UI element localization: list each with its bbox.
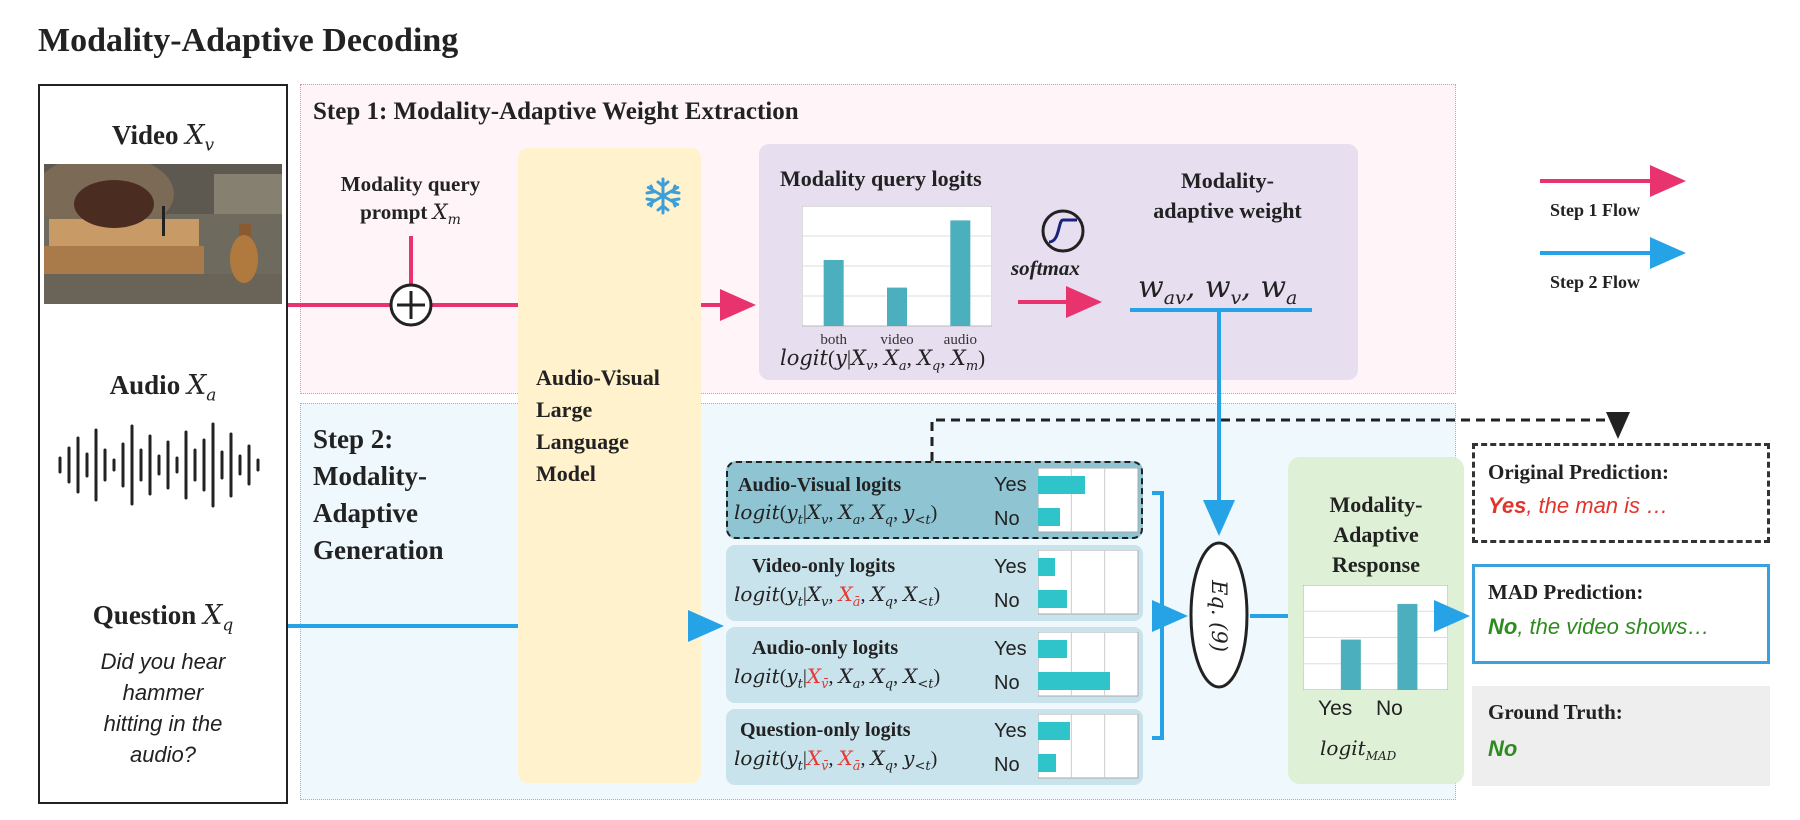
a-logits-title: Audio-only logits — [752, 637, 899, 659]
ground-truth-title: Ground Truth: — [1488, 700, 1623, 724]
row1-no-label: No — [994, 590, 1020, 612]
query-bar-both — [823, 260, 844, 326]
original-prediction-box — [1472, 443, 1770, 543]
query-tick-audio: audio — [944, 332, 977, 346]
video-label: Video Xv — [111, 120, 215, 156]
adaptive-weights-formula: wav, wv, wa — [1138, 270, 1298, 309]
query-bar-audio — [950, 220, 971, 326]
mad-prediction-title: MAD Prediction: — [1488, 580, 1644, 604]
mad-no-label: No — [1376, 697, 1403, 720]
av-to-original-dashed — [930, 418, 1620, 461]
row1-no-bar — [1038, 590, 1067, 608]
plus-node — [389, 283, 433, 327]
ground-truth-box — [1472, 686, 1770, 786]
av-logits-formula: logit(yt|Xv, Xa, Xq, y<t) — [734, 500, 938, 528]
question-text: Did you hear hammer hitting in the audio… — [100, 649, 226, 767]
query-logits-chart: both video audio — [802, 206, 992, 346]
row0-yes-bar — [1038, 476, 1085, 494]
query-tick-both: both — [820, 332, 847, 346]
row3-no-bar — [1038, 754, 1056, 772]
av-llm-block — [518, 148, 701, 783]
av-logits-chart — [1038, 468, 1139, 533]
query-bar-video — [887, 287, 907, 326]
row0-no-label: No — [994, 508, 1020, 530]
video-frame-image — [44, 164, 282, 304]
q-logits-formula: logit(yt|Xv̄, Xā, Xq, y<t) — [734, 746, 938, 774]
row0-no-bar — [1038, 508, 1060, 526]
mad-prediction-box — [1472, 564, 1770, 664]
row0-yes-label: Yes — [994, 474, 1027, 496]
equation-9-node — [1189, 541, 1249, 689]
softmax-icon — [1041, 209, 1085, 253]
mad-bar-no — [1397, 603, 1418, 690]
av-logits-title: Audio-Visual logits — [738, 474, 902, 496]
llm-title: Audio-Visual Large Language Model — [536, 365, 660, 486]
row3-no-label: No — [994, 754, 1020, 776]
snowflake-icon — [645, 177, 681, 215]
audio-label: Audio Xa — [109, 370, 217, 406]
v-logits-formula: logit(yt|Xv, Xā, Xq, X<t) — [734, 582, 941, 610]
row2-no-bar — [1038, 672, 1110, 690]
q-logits-title: Question-only logits — [740, 719, 911, 741]
original-prediction-text: Yes, the man is … — [1488, 493, 1669, 518]
step1-title: Step 1: Modality-Adaptive Weight Extract… — [313, 98, 799, 125]
query-tick-video: video — [880, 332, 913, 346]
mad-logit-label: logitMAD — [1320, 736, 1397, 763]
ground-truth-answer: No — [1488, 736, 1518, 761]
mad-prediction-text: No, the video shows… — [1488, 614, 1710, 639]
softmax-label: softmax — [1011, 256, 1080, 280]
query-logit-formula: logit(y|Xv, Xa, Xq, Xm) — [780, 346, 986, 375]
a-logits-chart — [1038, 632, 1139, 697]
original-prediction-title: Original Prediction: — [1488, 460, 1670, 484]
row1-yes-label: Yes — [994, 556, 1027, 578]
adaptive-weight-title: Modality- adaptive weight — [1153, 168, 1302, 223]
modality-query-prompt-label: Modality query prompt Xm — [340, 172, 481, 229]
step2-title: Step 2: Modality- Adaptive Generation — [313, 424, 444, 565]
mad-response-chart — [1303, 585, 1448, 690]
row1-yes-bar — [1038, 558, 1055, 576]
v-logits-title: Video-only logits — [752, 555, 896, 577]
legend-step1-label: Step 1 Flow — [1550, 200, 1640, 220]
v-logits-chart — [1038, 550, 1139, 615]
row3-yes-label: Yes — [994, 720, 1027, 742]
mad-bar-yes — [1340, 639, 1361, 690]
audio-waveform-icon — [58, 422, 260, 508]
a-logits-formula: logit(yt|Xv̄, Xa, Xq, X<t) — [734, 664, 941, 692]
mad-yes-label: Yes — [1318, 697, 1353, 720]
row2-yes-bar — [1038, 640, 1067, 658]
query-logits-title: Modality query logits — [780, 166, 982, 191]
mad-response-title: Modality- Adaptive Response — [1329, 492, 1423, 577]
row2-yes-label: Yes — [994, 638, 1027, 660]
figure-title: Modality-Adaptive Decoding — [38, 22, 459, 59]
row2-no-label: No — [994, 672, 1020, 694]
row3-yes-bar — [1038, 722, 1070, 740]
legend-step2-label: Step 2 Flow — [1550, 272, 1640, 292]
question-label: Question Xq — [92, 600, 234, 636]
q-logits-chart — [1038, 714, 1139, 779]
